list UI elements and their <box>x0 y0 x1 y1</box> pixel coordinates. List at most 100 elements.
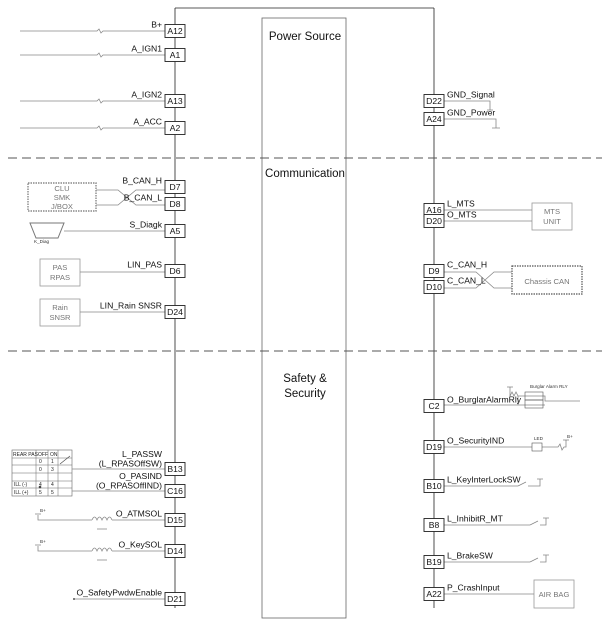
pin-id: D10 <box>426 282 442 292</box>
pin-c16: C16 O_PASIND(O_RPASOffIND) <box>96 471 186 498</box>
b-can-twisted-pair <box>96 189 165 206</box>
pin-id: D7 <box>170 182 181 192</box>
pin-d8: D8 B_CAN_L <box>124 193 186 211</box>
pin-id: D22 <box>426 96 442 106</box>
led-label: LED <box>534 436 544 441</box>
pin-id: D6 <box>170 266 181 276</box>
key-interlock-switch <box>444 478 543 487</box>
signal-label: GND_Power <box>447 108 495 118</box>
signal-label: GND_Signal <box>447 90 495 100</box>
pin-id: A5 <box>170 226 181 236</box>
signal-label: L_BrakeSW <box>447 551 494 561</box>
key-solenoid: B+ <box>35 539 165 561</box>
pin-d19: D19 O_SecurityIND <box>423 436 504 454</box>
gnd-signal-wire <box>444 100 493 111</box>
security-led: LED B+ <box>444 434 573 452</box>
signal-label: O_ATMSOL <box>116 509 162 519</box>
burglar-relay: Burglar Alarm RLY <box>444 384 580 409</box>
signal-label: LIN_PAS <box>127 260 162 270</box>
chassis-can-label: Chassis CAN <box>524 277 569 286</box>
smk-label: SMK <box>54 193 70 202</box>
signal-label: P_CrashInput <box>447 583 500 593</box>
pin-id: D20 <box>426 216 442 226</box>
pin-id: A24 <box>426 114 442 124</box>
table-cell: 4 <box>39 482 42 488</box>
signal-label: A_ACC <box>133 117 162 127</box>
bplus-label: B+ <box>567 434 573 439</box>
unit-label: UNIT <box>543 217 561 226</box>
section-title-safety: Safety & <box>283 373 327 385</box>
inhibit-switch <box>444 517 549 526</box>
bplus-small-label: B+ <box>40 539 46 544</box>
pin-id: C2 <box>429 401 440 411</box>
pin-id: A2 <box>170 123 181 133</box>
pin-a1: A1 A_IGN1 <box>131 44 186 62</box>
pin-d15: D15 O_ATMSOL <box>116 509 186 527</box>
pin-d22: D22 GND_Signal <box>423 90 495 108</box>
signal-label: B_CAN_H <box>122 176 162 186</box>
signal-label: A_IGN1 <box>131 44 162 54</box>
section-title-column <box>261 17 347 619</box>
pin-id: A16 <box>426 205 442 215</box>
pin-id: B13 <box>167 464 183 474</box>
mts-label: MTS <box>544 207 560 216</box>
section-title-communication: Communication <box>265 168 345 180</box>
jbox-label: J/BOX <box>51 202 73 211</box>
table-cell: 5 <box>39 490 42 496</box>
pin-id: A12 <box>167 26 183 36</box>
rpas-label: RPAS <box>50 273 70 282</box>
signal-label: O_KeySOL <box>119 540 163 550</box>
pin-d6: D6 LIN_PAS <box>127 260 186 278</box>
pas-label: PAS <box>53 263 68 272</box>
pin-id: D9 <box>429 266 440 276</box>
k-diag-label: K_Diag <box>34 239 50 244</box>
table-cell-ill-minus: ILL (-) <box>14 482 27 488</box>
pin-id: D19 <box>426 442 442 452</box>
signal-label: O_SecurityIND <box>447 436 504 446</box>
pin-id: C16 <box>167 486 183 496</box>
atm-solenoid: B+ <box>35 508 165 530</box>
signal-label: O_PASIND <box>119 471 162 481</box>
pin-id: D24 <box>167 307 183 317</box>
diag-connector-icon <box>29 222 65 239</box>
signal-label-alt: (O_RPASOffIND) <box>96 481 162 491</box>
pin-c2: C2 O_BurglarAlarmRly <box>423 395 522 413</box>
signal-label: B_CAN_L <box>124 193 162 203</box>
section-title-power: Power Source <box>269 31 341 43</box>
signal-label: B+ <box>151 20 162 30</box>
pin-id: A1 <box>170 50 181 60</box>
gnd-power-wire <box>444 118 500 129</box>
table-header-off: OFF <box>38 452 48 458</box>
pin-id: D8 <box>170 199 181 209</box>
clu-box <box>27 182 97 212</box>
power-wires <box>20 28 165 131</box>
mts-wires <box>444 209 532 222</box>
pas-switch-table: REAR PAS OFF ON 0 1 0 3 ILL (-) 4 4 ILL … <box>11 449 73 497</box>
bplus-small-label: B+ <box>40 508 46 513</box>
pin-a5: A5S_Diagk <box>130 220 186 238</box>
table-cell: 0 <box>39 459 42 465</box>
pin-id: B8 <box>429 520 440 530</box>
mts-unit-box <box>531 202 573 231</box>
pin-id: A13 <box>167 96 183 106</box>
pin-id: B10 <box>426 481 442 491</box>
pin-a12: A12 B+ <box>151 20 186 38</box>
wire-end-dot <box>73 598 75 600</box>
pin-a24: A24 GND_Power <box>423 108 495 126</box>
signal-label: O_BurglarAlarmRly <box>447 395 522 405</box>
brake-switch <box>444 554 549 563</box>
pin-id: D15 <box>167 515 183 525</box>
table-cell: 3 <box>51 467 54 473</box>
airbag-label: AIR BAG <box>539 590 570 599</box>
signal-label: L_InhibitR_MT <box>447 514 504 524</box>
clu-label: CLU <box>54 184 69 193</box>
section-title-security: Security <box>284 388 326 400</box>
rain-sensor-box <box>39 298 81 327</box>
